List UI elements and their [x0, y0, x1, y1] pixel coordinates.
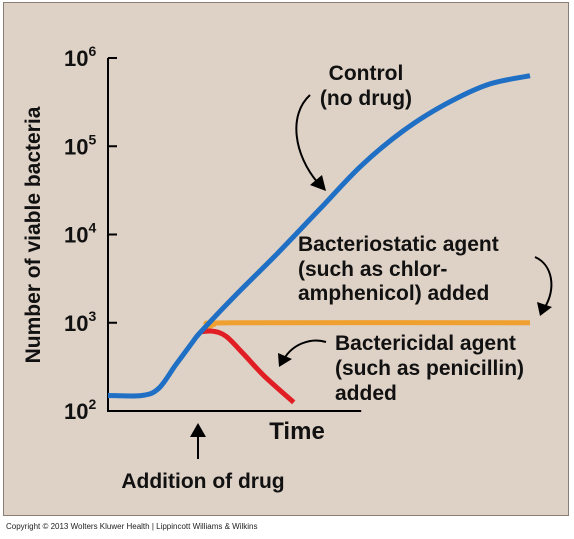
x-axis-label: Time [269, 418, 325, 445]
control-curve [107, 73, 531, 399]
bactericidal-label-line2: (such as penicillin) [335, 357, 524, 380]
drug-addition-label: Addition of drug [121, 470, 284, 493]
y-tick-label: 102 [64, 396, 96, 424]
bacteriostatic-curve [199, 320, 531, 334]
bactericidal-curve [200, 328, 296, 405]
control-arrow [295, 94, 319, 184]
bactericidal-arrowhead [278, 353, 292, 367]
control-arrowhead [310, 175, 326, 191]
growth-chart: 102 103 104 105 106 Number of viable bacteri… [22, 43, 553, 493]
y-tick-label: 105 [64, 131, 96, 159]
y-tick-label: 104 [64, 220, 96, 248]
bacteriostatic-arrow [534, 256, 553, 308]
control-label-line1: Control [329, 62, 404, 85]
bacteriostatic-label-line2: (such as chlor- [298, 258, 447, 281]
bacteriostatic-label-line1: Bacteriostatic agent [298, 233, 499, 256]
bactericidal-label-line1: Bactericidal agent [335, 332, 516, 355]
y-tick-label: 103 [64, 308, 96, 336]
arrowheads [190, 175, 552, 437]
figure-panel: 102 103 104 105 106 Number of viable bacteri… [3, 2, 569, 516]
bacteriostatic-arrowhead [537, 302, 552, 316]
bactericidal-label-line3: added [335, 382, 397, 405]
bactericidal-arrow [283, 339, 327, 360]
y-tick-label: 106 [64, 43, 96, 71]
y-tick-labels: 102 103 104 105 106 [64, 43, 117, 424]
control-label-line2: (no drug) [320, 87, 412, 110]
bacteriostatic-label-line3: amphenicol) added [298, 282, 489, 305]
drug-addition-arrowhead [190, 423, 206, 437]
copyright-notice: Copyright © 2013 Wolters Kluwer Health |… [6, 522, 258, 531]
y-axis-label: Number of viable bacteria [22, 106, 45, 363]
series-layer [107, 73, 531, 405]
